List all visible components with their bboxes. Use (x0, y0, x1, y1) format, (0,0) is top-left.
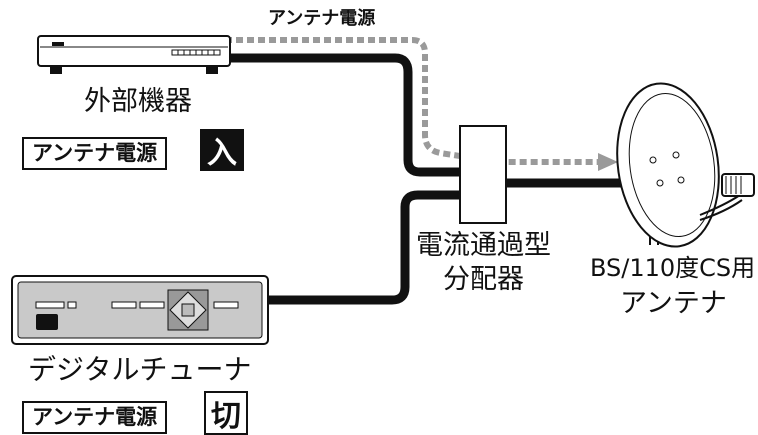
splitter-box (459, 125, 507, 224)
cable-external-device (220, 53, 467, 177)
splitter-label-line2: 分配器 (443, 264, 524, 295)
power-flow-dotted (225, 37, 600, 165)
antenna-label-line1: BS/110度CS用 (590, 254, 756, 282)
antenna-power-label-top: アンテナ電源 (268, 8, 376, 29)
external-device-icon (37, 35, 231, 74)
antenna-power-off-label: アンテナ電源 (22, 401, 168, 434)
digital-tuner-label: デジタルチューナ (28, 353, 252, 386)
antenna-power-on-state: 入 (200, 129, 244, 171)
splitter-label-line1: 電流通過型 (416, 230, 551, 261)
digital-tuner-icon (11, 275, 269, 345)
external-device-label: 外部機器 (84, 86, 192, 117)
cable-tuner (257, 190, 467, 305)
antenna-power-on-label: アンテナ電源 (22, 137, 168, 170)
antenna-power-off-state: 切 (204, 391, 248, 435)
power-flow-arrowhead (598, 153, 618, 171)
satellite-dish-icon (616, 82, 755, 248)
antenna-label-line2: アンテナ (620, 288, 727, 319)
